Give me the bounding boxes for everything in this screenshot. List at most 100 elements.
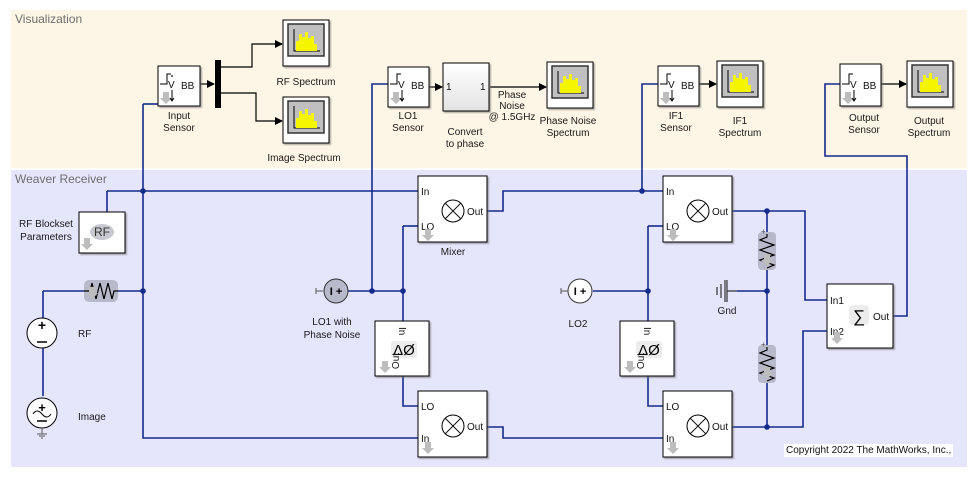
- if1-spectrum-label2: Spectrum: [719, 128, 762, 139]
- series-resistor[interactable]: [84, 280, 118, 302]
- rf-source-label: RF: [78, 329, 91, 340]
- rf-spectrum-label: RF Spectrum: [277, 77, 336, 88]
- wires: [42, 83, 908, 439]
- image-voltage-source[interactable]: + Image: [26, 397, 106, 439]
- gnd-label: Gnd: [718, 306, 737, 317]
- output-sensor-block[interactable]: V BB Output Sensor: [839, 63, 882, 136]
- if1-spectrum-scope[interactable]: IF1 Spectrum: [717, 61, 763, 139]
- weaver-receiver-title: Weaver Receiver: [15, 172, 107, 186]
- shunt-resistor-1[interactable]: +: [758, 227, 776, 270]
- lo1-sensor-label1: LO1: [399, 111, 418, 122]
- mixer4-block[interactable]: LO In Out: [662, 390, 733, 458]
- multiply-icon: [686, 199, 710, 223]
- output-spectrum-scope[interactable]: Output Spectrum: [907, 61, 953, 139]
- phase-shift2-block[interactable]: In ΔØ Out: [619, 320, 675, 377]
- convert-label1: Convert: [447, 127, 482, 138]
- phase-shift1-block[interactable]: In ΔØ Out: [374, 320, 430, 377]
- out-port: Out: [636, 353, 647, 369]
- in-port: In: [396, 327, 407, 335]
- in-port: In: [666, 434, 674, 445]
- if1-spectrum-label1: IF1: [733, 116, 748, 127]
- mixer3-block[interactable]: LO In Out: [417, 390, 488, 458]
- rf-blockset-parameters-block[interactable]: RF RF Blockset Parameters: [19, 211, 126, 254]
- lo1-sensor-label2: Sensor: [392, 123, 424, 134]
- lo-port: LO: [421, 402, 435, 413]
- if1-sensor-label2: Sensor: [660, 123, 692, 134]
- wire-input-bus: [142, 104, 418, 439]
- signal-lines: [200, 40, 907, 125]
- lo1-label2: Phase Noise: [304, 330, 361, 341]
- in1-port: In1: [830, 296, 844, 307]
- multiply-icon: [686, 414, 710, 438]
- image-spectrum-label: Image Spectrum: [267, 153, 340, 164]
- bb-port-label: BB: [411, 81, 425, 92]
- mixer1-block[interactable]: In LO Out Mixer: [417, 175, 488, 258]
- svg-text:Noise: Noise: [499, 101, 525, 112]
- in-port: In: [641, 327, 652, 335]
- voltage-glyph: V: [398, 80, 405, 91]
- bb-port-label: BB: [181, 81, 195, 92]
- if1-sensor-block[interactable]: V BB IF1 Sensor: [657, 65, 700, 134]
- svg-text:I +: I +: [330, 286, 343, 298]
- svg-text:+: +: [38, 400, 46, 415]
- lo1-sensor-block[interactable]: V BB LO1 Sensor: [387, 66, 430, 134]
- demux-block[interactable]: [215, 60, 221, 108]
- rf-blockset-label1: RF Blockset: [19, 219, 73, 230]
- in-port: In: [666, 187, 674, 198]
- input-sensor-block[interactable]: V BB Input Sensor: [157, 65, 201, 134]
- out-port: Out: [467, 207, 483, 218]
- scope-icon: [547, 62, 593, 108]
- voltage-glyph: V: [168, 80, 175, 91]
- phase-noise-spectrum-label2: Spectrum: [547, 128, 590, 139]
- output-sensor-label1: Output: [849, 113, 879, 124]
- scope-icon: [283, 20, 329, 66]
- wire-lo1-sensor: [371, 83, 388, 291]
- convert-to-phase-block[interactable]: 1 1 Convert to phase: [442, 62, 490, 150]
- svg-text:+: +: [761, 340, 766, 349]
- input-sensor-label2: Sensor: [163, 123, 195, 134]
- lo1-current-source[interactable]: I + LO1 with Phase Noise: [304, 278, 361, 341]
- out-port: Out: [391, 353, 402, 369]
- lo2-current-source[interactable]: I + LO2: [560, 278, 593, 330]
- out-port: Out: [873, 312, 889, 323]
- in-port-label: 1: [446, 82, 452, 93]
- svg-text:+: +: [38, 317, 46, 333]
- mixer2-block[interactable]: In LO Out: [662, 175, 733, 243]
- phase-shift-glyph: ΔØ: [638, 342, 660, 359]
- rf-voltage-source[interactable]: + RF: [26, 317, 91, 349]
- copyright-notice: Copyright 2022 The MathWorks, Inc.,: [784, 444, 954, 457]
- rf-glyph: RF: [94, 225, 110, 239]
- image-spectrum-scope[interactable]: Image Spectrum: [267, 97, 341, 164]
- bb-port-label: BB: [681, 81, 695, 92]
- phase-noise-spectrum-label1: Phase Noise: [540, 116, 597, 127]
- lo-port: LO: [666, 402, 680, 413]
- shunt-resistor-2[interactable]: +: [758, 340, 776, 383]
- svg-text:@ 1.5GHz: @ 1.5GHz: [489, 112, 536, 123]
- voltage-glyph: V: [668, 80, 675, 91]
- bb-port-label: BB: [863, 81, 877, 92]
- phase-noise-spectrum-scope[interactable]: Phase Noise Spectrum: [540, 62, 597, 139]
- out-port: Out: [712, 422, 728, 433]
- ground-block[interactable]: Gnd: [716, 280, 737, 317]
- in-port: In: [421, 187, 429, 198]
- sum-glyph: ∑: [853, 307, 865, 326]
- phase-noise-signal-label: Phase Noise @ 1.5GHz: [489, 90, 536, 123]
- wire-mixer1-to-mixer2: [487, 190, 663, 212]
- svg-text:I +: I +: [574, 286, 587, 298]
- multiply-icon: [441, 199, 465, 223]
- rf-spectrum-scope[interactable]: RF Spectrum: [277, 20, 336, 88]
- lo-port: LO: [666, 222, 680, 233]
- lo1-label1: LO1 with: [312, 317, 351, 328]
- output-spectrum-label1: Output: [914, 116, 944, 127]
- voltage-glyph: V: [850, 80, 857, 91]
- if1-sensor-label1: IF1: [669, 111, 684, 122]
- in-port: In: [421, 434, 429, 445]
- input-sensor-label1: Input: [168, 111, 190, 122]
- sum-block[interactable]: In1 In2 Out ∑: [826, 283, 894, 349]
- rf-blockset-label2: Parameters: [20, 232, 72, 243]
- output-spectrum-label2: Spectrum: [908, 128, 951, 139]
- svg-text:Phase: Phase: [498, 90, 527, 101]
- weaver-receiver-area: Weaver Receiver: [11, 170, 967, 467]
- scope-icon: [907, 61, 953, 107]
